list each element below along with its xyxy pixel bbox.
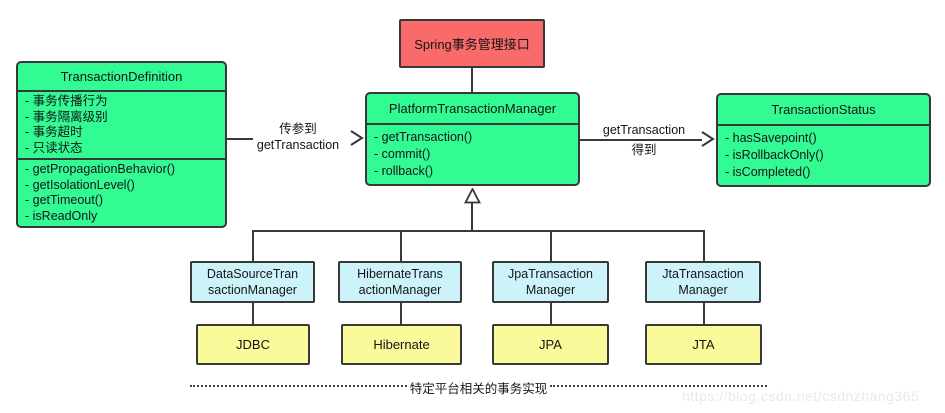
platform-label: JDBC — [236, 337, 270, 352]
platform-label: JPA — [539, 337, 562, 352]
connector-drop-jta — [703, 230, 705, 261]
method-item: - isReadOnly — [25, 208, 98, 223]
left-arrow-line — [227, 138, 253, 140]
manager-name-line: JpaTransaction — [508, 267, 593, 281]
manager-name-line: actionManager — [358, 283, 442, 297]
transaction-definition-attributes: - 事务传播行为 - 事务隔离级别 - 事务超时 - 只读状态 — [18, 92, 225, 160]
attribute-item: - 只读状态 — [25, 140, 83, 155]
manager-name-line: Manager — [525, 283, 576, 297]
method-item: - commit() — [374, 147, 431, 161]
connector-tree-bar — [252, 230, 705, 232]
method-item: - isCompleted() — [725, 165, 811, 179]
left-arrow-label: 传参到 getTransaction — [246, 121, 350, 153]
class-box-datasource-transaction-manager: DataSourceTran sactionManager — [190, 261, 315, 303]
method-item: - isRollbackOnly() — [725, 148, 824, 162]
method-item: - hasSavepoint() — [725, 131, 817, 145]
class-box-transaction-definition: TransactionDefinition - 事务传播行为 - 事务隔离级别 … — [16, 61, 227, 228]
platform-label: JTA — [692, 337, 715, 352]
transaction-status-title: TransactionStatus — [718, 95, 929, 126]
class-box-jta-transaction-manager: JtaTransaction Manager — [645, 261, 761, 303]
footer-dotted-line-left — [190, 385, 407, 387]
platform-box-jdbc: JDBC — [196, 324, 310, 365]
class-box-platform-transaction-manager: PlatformTransactionManager - getTransact… — [365, 92, 580, 186]
class-box-transaction-status: TransactionStatus - hasSavepoint() - isR… — [716, 93, 931, 187]
connector-drop-datasource — [252, 230, 254, 261]
connector-jpa-jpa — [550, 302, 552, 325]
right-arrow-label-line1: getTransaction — [602, 123, 686, 137]
connector-interface-to-platform — [471, 68, 473, 93]
method-item: - rollback() — [374, 164, 434, 178]
footer-caption: 特定平台相关的事务实现 — [409, 382, 548, 396]
class-box-jpa-transaction-manager: JpaTransaction Manager — [492, 261, 609, 303]
left-arrow-label-line2: getTransaction — [256, 138, 340, 152]
footer-bracket: 特定平台相关的事务实现 — [190, 376, 768, 397]
platform-box-hibernate: Hibernate — [341, 324, 462, 365]
method-item: - getTransaction() — [374, 130, 473, 144]
platform-box-jpa: JPA — [492, 324, 609, 365]
transaction-definition-methods: - getPropagationBehavior() - getIsolatio… — [18, 160, 225, 226]
connector-jta-jta — [703, 302, 705, 325]
class-box-hibernate-transaction-manager: HibernateTrans actionManager — [338, 261, 462, 303]
watermark-url: https://blog.csdn.net/csdnzhang365 — [682, 388, 920, 404]
platform-transaction-manager-methods: - getTransaction() - commit() - rollback… — [367, 125, 578, 184]
manager-name-line: sactionManager — [208, 283, 297, 297]
right-arrowhead-icon — [698, 130, 716, 148]
transaction-status-methods: - hasSavepoint() - isRollbackOnly() - is… — [718, 126, 929, 185]
method-item: - getPropagationBehavior() — [25, 162, 176, 176]
connector-drop-jpa — [550, 230, 552, 261]
interface-box-spring: Spring事务管理接口 — [399, 19, 545, 68]
transaction-definition-title: TransactionDefinition — [18, 63, 225, 92]
manager-name-line: HibernateTrans — [357, 267, 443, 281]
method-item: - getTimeout() — [25, 193, 104, 207]
platform-box-jta: JTA — [645, 324, 762, 365]
attribute-item: - 事务超时 — [25, 125, 83, 139]
connector-datasource-jdbc — [252, 302, 254, 325]
platform-transaction-manager-title: PlatformTransactionManager — [367, 94, 578, 125]
inheritance-triangle-icon — [464, 188, 481, 204]
connector-triangle-stem — [471, 202, 473, 232]
left-arrow-label-line1: 传参到 — [279, 122, 317, 136]
left-arrowhead-icon — [347, 129, 365, 147]
attribute-item: - 事务传播行为 — [25, 94, 108, 108]
platform-label: Hibernate — [373, 337, 430, 352]
interface-box-spring-title: Spring事务管理接口 — [414, 37, 530, 52]
connector-hibernate-hibernate — [400, 302, 402, 325]
footer-dotted-line-right — [550, 385, 768, 387]
right-arrow-line — [580, 139, 702, 141]
right-arrow-label-line2: 得到 — [631, 143, 657, 157]
attribute-item: - 事务隔离级别 — [25, 109, 108, 124]
manager-name-line: JtaTransaction — [662, 267, 744, 281]
manager-name-line: DataSourceTran — [206, 267, 299, 281]
connector-drop-hibernate — [400, 230, 402, 261]
manager-name-line: Manager — [678, 283, 728, 297]
method-item: - getIsolationLevel() — [25, 177, 135, 192]
